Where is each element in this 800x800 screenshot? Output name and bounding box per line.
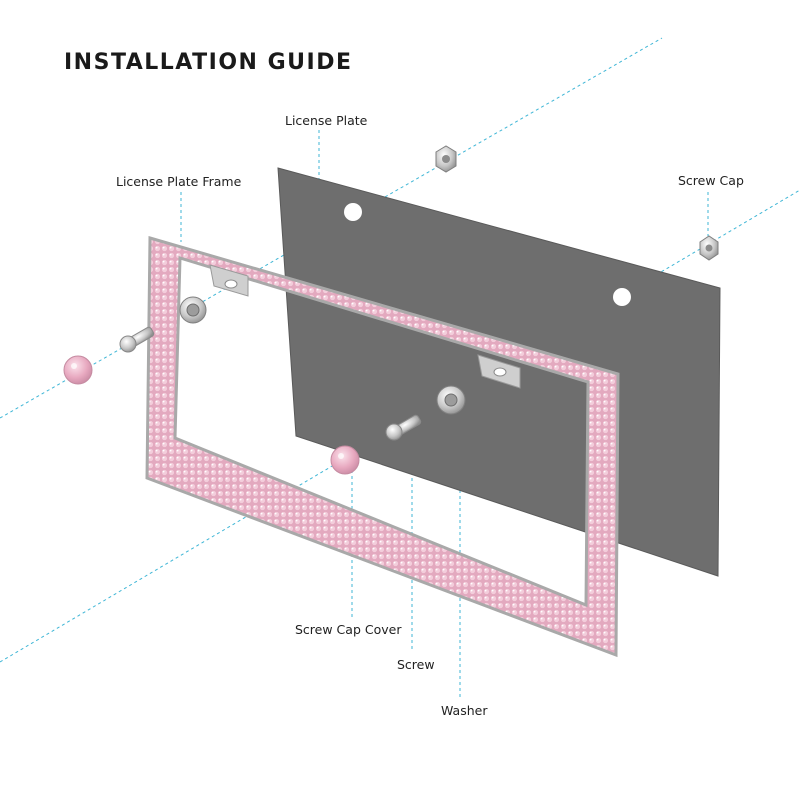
plate-hole-left — [344, 203, 362, 221]
license-plate-frame — [145, 236, 620, 658]
screw-cap-cover-left — [63, 355, 93, 385]
label-screw: Screw — [397, 657, 435, 672]
page-title: INSTALLATION GUIDE — [64, 50, 353, 75]
screw-cap-nut-lower — [699, 235, 719, 261]
label-screw-cap-cover: Screw Cap Cover — [295, 622, 402, 637]
screw-left — [119, 326, 155, 353]
label-washer: Washer — [441, 703, 488, 718]
washer-right — [436, 385, 466, 415]
washer-left — [179, 296, 207, 324]
label-screw-cap: Screw Cap — [678, 173, 744, 188]
label-license-plate-frame: License Plate Frame — [116, 174, 242, 189]
screw-cap-cover-right — [330, 445, 360, 475]
guide-line-upper-left — [0, 37, 663, 419]
screw-cap-nut-upper — [435, 145, 457, 173]
screw-right — [385, 414, 422, 441]
plate-hole-right — [613, 288, 631, 306]
label-license-plate: License Plate — [285, 113, 368, 128]
